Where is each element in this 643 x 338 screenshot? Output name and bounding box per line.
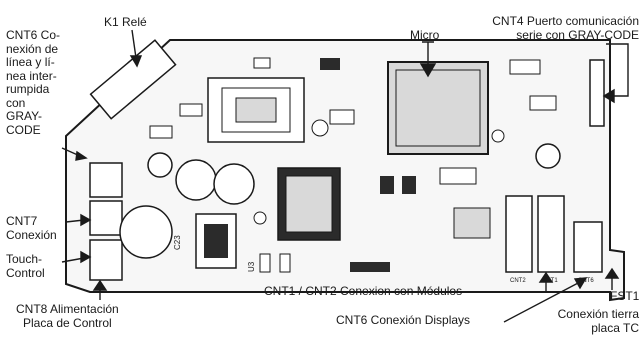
label-fst1: FST1 [610, 289, 640, 303]
arrow-cnt1-cnt2 [514, 280, 547, 293]
label-cnt7: CNT7 Conexión [6, 214, 57, 242]
mark-cnt2: CNT2 [510, 278, 526, 284]
micro-chip [387, 61, 489, 155]
label-cnt4: CNT4 Puerto comunicación serie con GRAY-… [492, 14, 639, 42]
label-cnt1-cnt2: CNT1 / CNT2 Conexion con Módulos [264, 284, 463, 298]
k1-relay [89, 39, 177, 120]
label-k1-rele: K1 Relé [104, 15, 147, 29]
arrow-k1 [131, 29, 137, 59]
arrow-cnt4 [606, 43, 629, 97]
arrow-cnt6-displays [503, 281, 581, 323]
label-cnt8: CNT8 Alimentación Placa de Control [16, 302, 119, 330]
capacitor-3 [213, 163, 255, 205]
cnt4-header [589, 59, 605, 127]
label-ground-connection: Conexión tierra placa TC [557, 307, 639, 335]
cnt6-connector [89, 162, 123, 198]
mark-u3: U3 [247, 261, 256, 272]
capacitor-5 [535, 143, 561, 169]
label-touch-control: Touch- Control [6, 252, 45, 280]
capacitor-4 [147, 152, 173, 178]
cnt6-display-connector [573, 221, 603, 273]
label-cnt6-line: CNT6 Co- nexión de línea y lí- nea inter… [6, 28, 61, 137]
mark-c23: C23 [173, 235, 182, 250]
cnt8-connector [89, 239, 123, 281]
cnt1-connector [537, 195, 565, 273]
capacitor-1 [119, 205, 173, 259]
label-cnt6-displays: CNT6 Conexión Displays [336, 313, 471, 327]
cnt7-connector [89, 200, 123, 236]
cnt2-connector [505, 195, 533, 273]
arrow-micro [422, 41, 434, 66]
label-micro: Micro [410, 28, 440, 42]
capacitor-2 [175, 159, 217, 201]
mark-cnt6: CNT6 [578, 278, 594, 284]
